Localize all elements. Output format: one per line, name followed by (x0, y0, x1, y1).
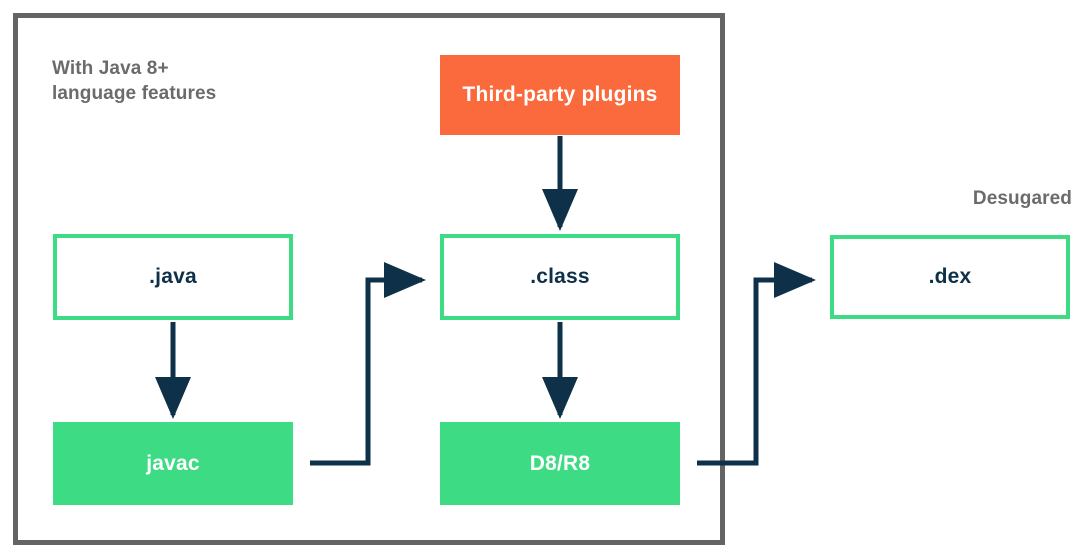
node-d8-r8[interactable]: D8/R8 (440, 422, 680, 505)
node-javac[interactable]: javac (53, 422, 293, 505)
node-java-source[interactable]: .java (53, 234, 293, 320)
node-third-party-plugins[interactable]: Third-party plugins (440, 55, 680, 135)
node-class-file[interactable]: .class (440, 234, 680, 320)
node-dex-file[interactable]: .dex (830, 235, 1070, 319)
desugared-caption-label: Desugared (972, 188, 1072, 209)
group-caption-label: With Java 8+ language features (52, 58, 217, 104)
